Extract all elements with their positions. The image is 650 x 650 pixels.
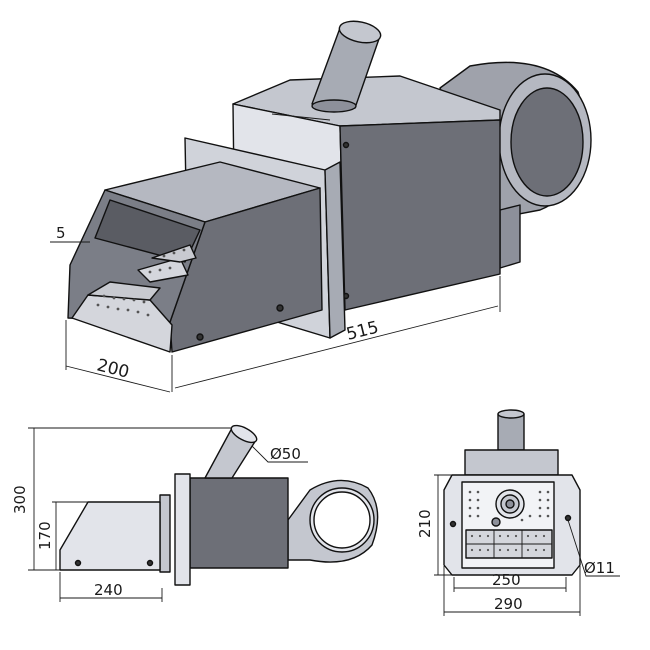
fan-side [287,479,379,563]
fan-housing-iso [439,61,592,269]
dim-5-label: 5 [56,224,66,242]
dim-290-label: 290 [494,595,523,613]
dim-250-label: 250 [492,571,521,589]
dim-170-label: 170 [36,521,54,550]
hopper-side [59,501,161,571]
dim-200-label: 200 [95,355,131,382]
dimension-d50: Ø50 [251,445,308,463]
feed-tube-front [497,413,525,451]
dimension-300: 300 [11,427,232,571]
dimension-290: 290 [443,566,581,616]
dim-515-label: 515 [344,318,380,345]
dimension-5-leader: 5 [50,224,90,243]
combustion-hopper-iso [67,161,323,353]
dim-300-label: 300 [11,485,29,514]
body-front [464,449,559,476]
dimension-170: 170 [36,501,88,570]
front-view: 210 250 290 Ø11 [416,409,620,616]
dimension-d11: Ø11 [567,519,620,577]
dim-240-label: 240 [94,581,123,599]
dim-d50-label: Ø50 [270,445,301,463]
dim-210-label: 210 [416,509,434,538]
grate-holes-iso [96,248,186,317]
dimension-210: 210 [416,474,452,576]
front-holes [468,490,550,522]
side-view: 300 170 240 Ø50 [11,424,379,602]
dim-d11-label: Ø11 [584,559,615,577]
dimension-250: 250 [453,571,567,592]
dimension-240: 240 [59,572,163,602]
isometric-view: 515 200 5 [50,20,592,393]
flange-side [174,473,191,586]
feed-tube-iso [311,20,382,113]
feed-tube-side [204,424,258,479]
body-side [189,477,289,569]
